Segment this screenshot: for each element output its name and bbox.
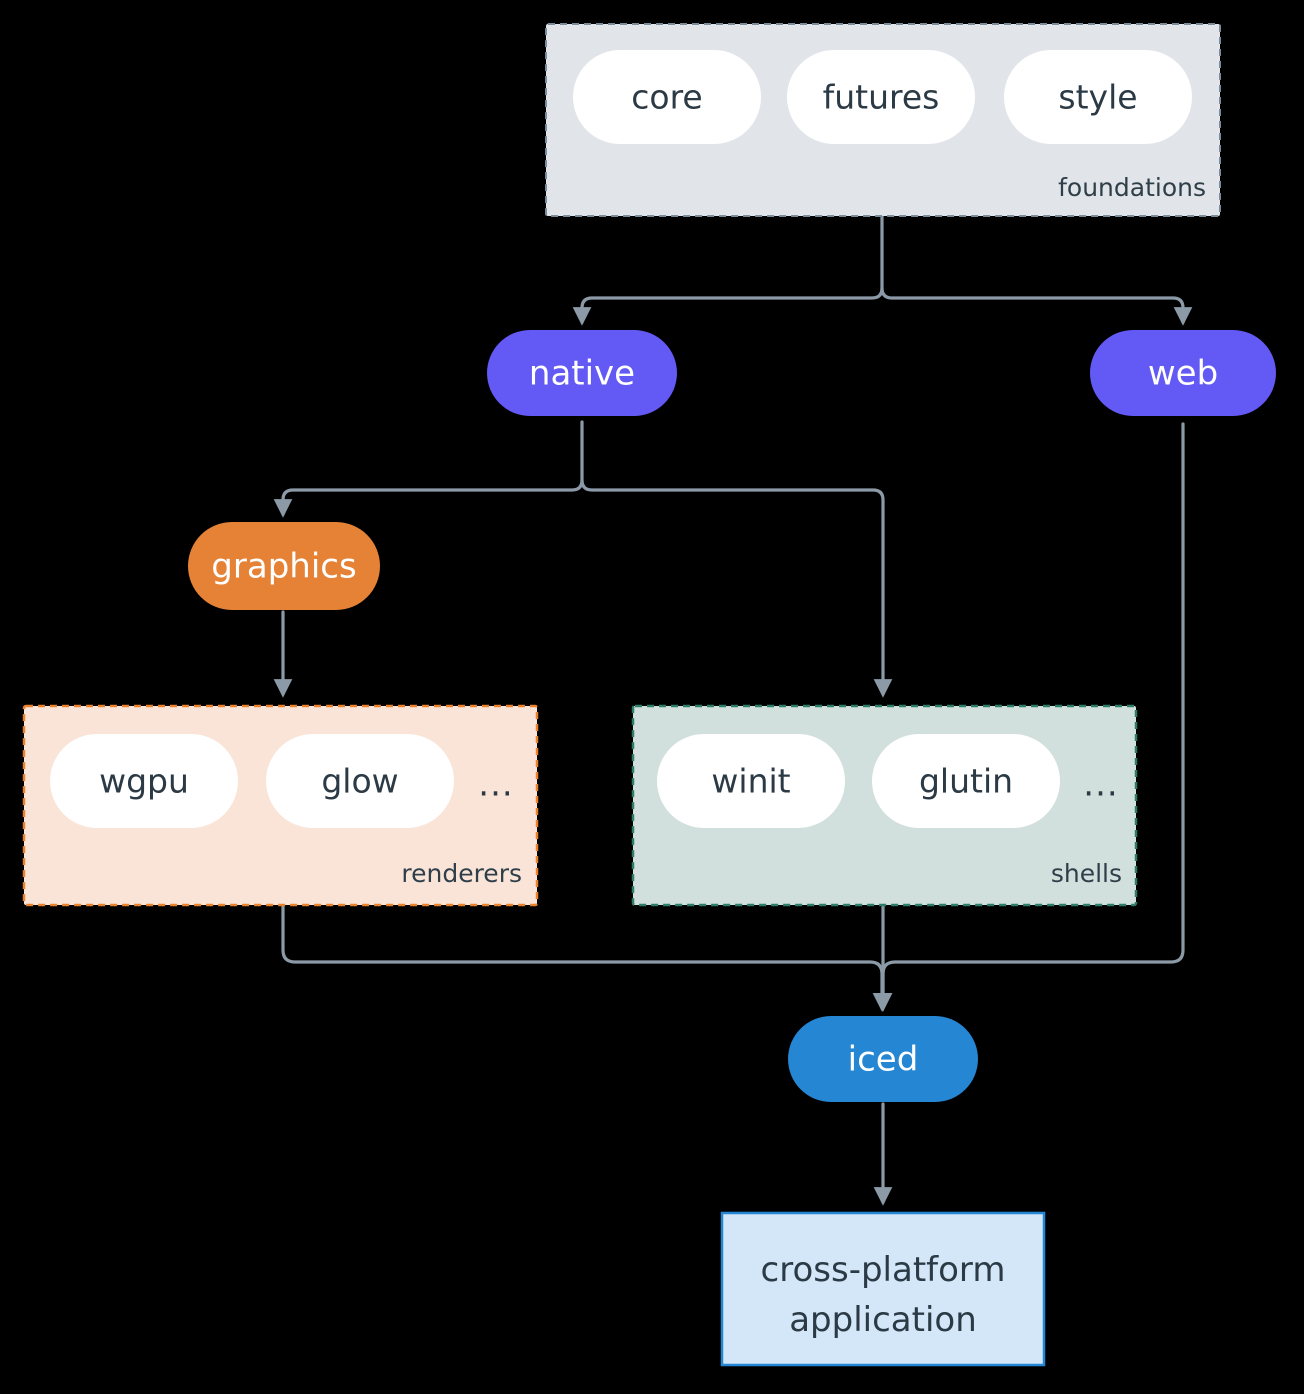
iced-shape[interactable]: [788, 1016, 978, 1102]
node-graphics[interactable]: graphics: [188, 522, 380, 610]
pill-futures[interactable]: [787, 50, 975, 144]
pill-futures-label: futures: [823, 78, 940, 117]
application-label-line2: application: [789, 1300, 977, 1340]
pill-glow[interactable]: [266, 734, 454, 828]
node-application[interactable]: cross-platform application: [720, 1211, 1046, 1367]
group-shells: winit glutin ... shells: [631, 704, 1138, 907]
application-label-line1: cross-platform: [761, 1250, 1006, 1290]
node-native[interactable]: native: [487, 330, 677, 416]
pill-glutin[interactable]: [872, 734, 1060, 828]
renderers-ellipsis: ...: [478, 765, 513, 805]
pill-winit-label: winit: [711, 762, 790, 801]
edge-foundations-split: [572, 214, 884, 326]
pill-glutin-label: glutin: [919, 762, 1013, 801]
pill-style-label: style: [1058, 78, 1137, 117]
edge-foundations-to-web: [880, 286, 1193, 326]
group-renderers: wgpu glow ... renderers: [22, 704, 539, 907]
edge-layer: [273, 214, 1193, 1206]
web-shape[interactable]: [1090, 330, 1276, 416]
shells-group-label: shells: [1051, 859, 1122, 888]
pill-glow-label: glow: [321, 762, 398, 801]
renderers-group-label: renderers: [401, 859, 522, 888]
pill-core[interactable]: [573, 50, 761, 144]
foundations-group-label: foundations: [1058, 173, 1206, 202]
shells-ellipsis: ...: [1083, 765, 1118, 805]
node-web[interactable]: web: [1090, 330, 1276, 416]
node-iced[interactable]: iced: [788, 1016, 978, 1102]
edge-renderers-to-iced: [281, 903, 892, 1012]
application-shape[interactable]: [720, 1211, 1046, 1367]
pill-winit[interactable]: [657, 734, 845, 828]
graphics-shape[interactable]: [188, 522, 380, 610]
pill-core-label: core: [631, 78, 702, 117]
pill-wgpu-label: wgpu: [99, 762, 189, 801]
pill-style[interactable]: [1004, 50, 1192, 144]
edge-native-to-shells: [580, 478, 893, 698]
native-label: native: [529, 354, 635, 394]
group-foundations: core futures style foundations: [545, 23, 1221, 217]
native-shape[interactable]: [487, 330, 677, 416]
edge-web-to-iced: [873, 422, 1185, 1012]
edge-native-to-graphics: [273, 420, 584, 518]
iced-label: iced: [848, 1040, 919, 1080]
pill-wgpu[interactable]: [50, 734, 238, 828]
graphics-label: graphics: [211, 547, 356, 587]
web-label: web: [1148, 354, 1218, 394]
